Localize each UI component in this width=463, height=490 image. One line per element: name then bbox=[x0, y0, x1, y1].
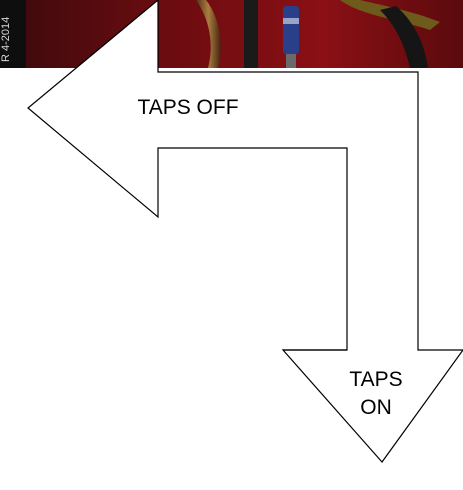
photo-stamp: R 4-2014 bbox=[0, 17, 12, 62]
taps-off-label: TAPS OFF bbox=[137, 96, 238, 119]
taps-off-arrow bbox=[28, 0, 463, 462]
arrows-group bbox=[28, 0, 463, 462]
taps-on-label-line2: ON bbox=[360, 396, 392, 419]
taps-on-label-line1: TAPS bbox=[349, 368, 402, 391]
equipment-photo: R 4-2014 bbox=[0, 0, 463, 68]
